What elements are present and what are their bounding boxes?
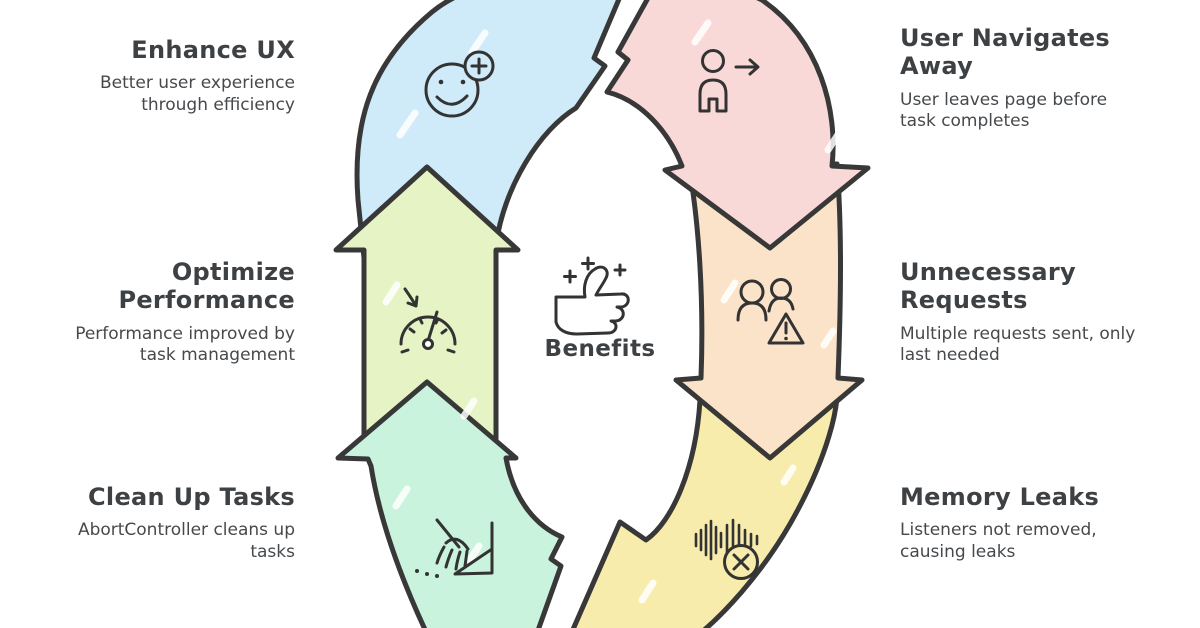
label-user-navigates-away: User Navigates Away User leaves page bef… bbox=[900, 24, 1140, 133]
smiley-plus-icon bbox=[424, 50, 495, 118]
item-description: User leaves page before task completes bbox=[900, 89, 1108, 132]
item-title: Enhance UX bbox=[131, 36, 295, 64]
item-title: Unnecessary Requests bbox=[900, 258, 1076, 315]
item-title: User Navigates Away bbox=[900, 24, 1111, 81]
item-title: Optimize Performance bbox=[118, 258, 295, 315]
item-title: Clean Up Tasks bbox=[88, 483, 295, 511]
segment-user-navigates-away bbox=[604, 0, 871, 251]
item-description: Multiple requests sent, only last needed bbox=[900, 323, 1136, 366]
center-benefits-label: Benefits bbox=[544, 336, 656, 362]
users-warning-icon bbox=[736, 278, 805, 345]
speedometer-icon bbox=[399, 287, 457, 354]
thumbs-up-sparkles-icon bbox=[554, 256, 630, 336]
label-optimize-performance: Optimize Performance Performance improve… bbox=[35, 258, 295, 367]
label-clean-up-tasks: Clean Up Tasks AbortController cleans up… bbox=[30, 483, 295, 564]
person-leaving-icon bbox=[698, 49, 760, 113]
item-description: AbortController cleans up tasks bbox=[77, 520, 295, 563]
item-description: Listeners not removed, causing leaks bbox=[900, 520, 1097, 563]
segment-optimize-performance bbox=[333, 164, 521, 458]
highlight-sparks bbox=[382, 19, 843, 604]
label-unnecessary-requests: Unnecessary Requests Multiple requests s… bbox=[900, 258, 1140, 367]
label-enhance-ux: Enhance UX Better user experience throug… bbox=[35, 36, 295, 117]
item-description: Better user experience through efficienc… bbox=[99, 73, 295, 116]
sound-mute-icon bbox=[694, 518, 759, 580]
item-title: Memory Leaks bbox=[900, 483, 1100, 511]
item-description: Performance improved by task management bbox=[75, 323, 295, 366]
label-memory-leaks: Memory Leaks Listeners not removed, caus… bbox=[900, 483, 1140, 564]
broom-icon bbox=[415, 518, 494, 578]
segment-clean-up-tasks bbox=[335, 379, 565, 628]
